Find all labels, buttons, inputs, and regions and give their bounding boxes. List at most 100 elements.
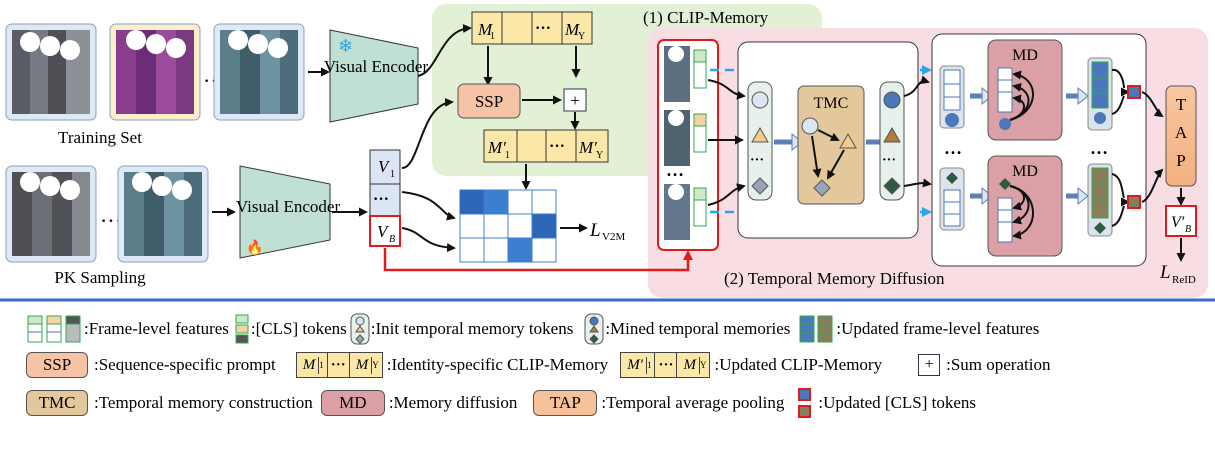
svg-text:1: 1 <box>490 31 495 42</box>
tmd-title: (2) Temporal Memory Diffusion <box>724 269 945 288</box>
legend-frame-level-text: :Frame-level features <box>84 319 229 338</box>
pk-sampling-images: … <box>5 165 209 263</box>
legend-ssp: SSP :Sequence-specific prompt <box>26 352 276 378</box>
md-lower: MD <box>939 155 1141 257</box>
legend-init-memory: :Init temporal memory tokens <box>349 313 574 345</box>
cls-tokens-icon <box>235 314 249 344</box>
legend-updated-frame: :Updated frame-level features <box>798 314 1039 344</box>
svg-text:···: ··· <box>373 191 389 208</box>
clip-memory-bank: M 1 ··· M Y <box>471 11 593 45</box>
legend-sum-text: :Sum operation <box>946 355 1051 374</box>
md-middle-dots-2: … <box>1090 138 1108 158</box>
tap-box <box>1165 85 1197 187</box>
fire-icon: 🔥 <box>246 239 263 256</box>
ssp-label: SSP <box>475 92 503 111</box>
legend-init-memory-text: :Init temporal memory tokens <box>370 319 574 338</box>
updated-cls-icon <box>798 388 812 418</box>
loss-v2m-sub: V2M <box>602 231 625 243</box>
ssp-box <box>457 83 521 119</box>
svg-text:V′: V′ <box>1171 214 1185 231</box>
clip-memory-title: (1) CLIP-Memory <box>643 8 769 27</box>
loss-v2m: L <box>589 220 601 241</box>
md-label-1: MD <box>1012 47 1038 64</box>
init-memory-tokens: ··· <box>747 81 773 201</box>
svg-text:M: M <box>477 20 493 39</box>
frame-level-features-icon <box>27 315 81 343</box>
init-memory-icon <box>350 313 370 345</box>
tap-tag: TAP <box>533 390 598 416</box>
legend: :Frame-level features :[CLS] tokens :Ini… <box>0 300 1215 456</box>
legend-ssp-text: :Sequence-specific prompt <box>94 355 276 374</box>
loss-reid-sub: ReID <box>1172 274 1196 286</box>
similarity-matrix <box>459 189 557 263</box>
training-set-images: … <box>5 23 305 121</box>
svg-text:···: ··· <box>535 20 551 37</box>
md-label-2: MD <box>1012 163 1038 180</box>
mined-memory-icon <box>584 313 604 345</box>
pk-ellipsis: … <box>100 202 122 227</box>
loss-reid: L <box>1159 262 1171 283</box>
ssp-tag: SSP <box>26 352 88 378</box>
md-upper: MD <box>939 39 1141 141</box>
legend-mined-memory: :Mined temporal memories <box>583 313 790 345</box>
legend-frame-level: :Frame-level features <box>26 314 229 344</box>
svg-text:···: ··· <box>750 153 764 168</box>
sum-icon: + <box>918 354 941 376</box>
legend-id-clip-memory-text: :Identity-specific CLIP-Memory <box>386 355 609 374</box>
svg-text:M′: M′ <box>487 138 506 157</box>
legend-md-text: :Memory diffusion <box>388 393 518 412</box>
legend-updated-clip-memory-text: :Updated CLIP-Memory <box>714 355 883 374</box>
legend-tmc-text: :Temporal memory construction <box>94 393 313 412</box>
svg-text:Y: Y <box>578 31 585 42</box>
legend-sum: + :Sum operation <box>918 354 1050 376</box>
md-middle-dots-1: … <box>944 138 962 158</box>
video-features: V 1 ··· V B <box>369 149 401 247</box>
legend-md: MD :Memory diffusion <box>320 390 518 416</box>
svg-text:1: 1 <box>390 169 395 180</box>
svg-text:Y: Y <box>596 150 603 161</box>
updated-clip-memory: M′ 1 ··· M′ Y <box>483 129 609 163</box>
legend-tmc: TMC :Temporal memory construction <box>26 390 313 416</box>
svg-text:V: V <box>377 222 390 241</box>
sum-symbol: + <box>570 91 580 110</box>
mined-temporal-memories: ··· <box>879 81 905 201</box>
md-tag: MD <box>320 390 385 416</box>
snowflake-icon: ❄ <box>338 36 353 56</box>
svg-text:1: 1 <box>505 150 510 161</box>
tmc-label: TMC <box>814 95 849 112</box>
visual-encoder-frozen <box>329 29 419 123</box>
svg-text:B: B <box>389 234 395 245</box>
legend-tap: TAP :Temporal average pooling <box>533 390 784 416</box>
legend-updated-cls: :Updated [CLS] tokens <box>796 388 976 418</box>
svg-text:M′: M′ <box>578 138 597 157</box>
svg-text:···: ··· <box>549 138 565 155</box>
visual-encoder-2-label: Visual Encoder <box>236 197 341 216</box>
pk-sampling-label: PK Sampling <box>54 268 146 287</box>
svg-text:…: … <box>666 160 684 180</box>
updated-frame-icon <box>799 315 833 343</box>
tmc-tag: TMC <box>26 390 88 416</box>
legend-cls-tokens-text: :[CLS] tokens <box>250 319 347 338</box>
frame-sequence: … <box>664 46 707 240</box>
svg-text:···: ··· <box>882 153 896 168</box>
svg-text:V: V <box>378 157 391 176</box>
visual-encoder-1-label: Visual Encoder <box>324 57 429 76</box>
training-set-label: Training Set <box>58 128 142 147</box>
legend-updated-frame-text: :Updated frame-level features <box>836 319 1040 338</box>
vb-prime-box <box>1165 205 1197 237</box>
legend-cls-tokens: :[CLS] tokens <box>233 314 347 344</box>
sum-box <box>563 88 587 112</box>
legend-updated-cls-text: :Updated [CLS] tokens <box>818 393 977 412</box>
legend-mined-memory-text: :Mined temporal memories <box>605 319 791 338</box>
svg-text:M: M <box>564 20 580 39</box>
legend-tap-text: :Temporal average pooling <box>601 393 785 412</box>
visual-encoder-trainable <box>239 165 331 259</box>
svg-text:B: B <box>1185 224 1191 235</box>
tmc-graph <box>801 117 857 197</box>
